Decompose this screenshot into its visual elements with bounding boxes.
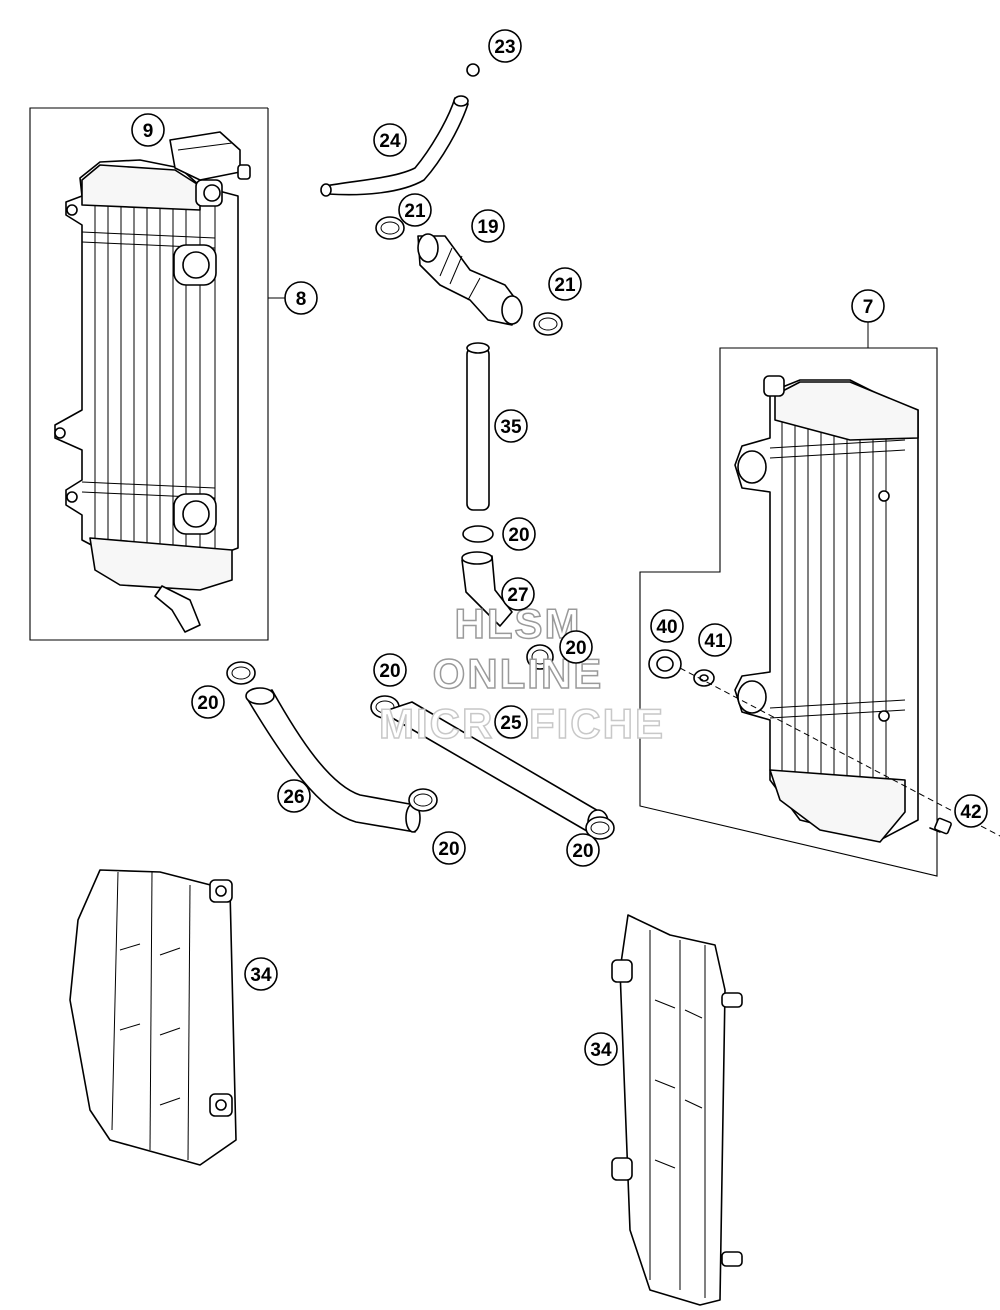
- callout-20-e: 20: [432, 831, 466, 865]
- pipe-35: [466, 342, 490, 511]
- callout-20-a: 20: [502, 517, 536, 551]
- svg-text:24: 24: [379, 131, 401, 152]
- svg-text:35: 35: [500, 417, 522, 438]
- svg-text:7: 7: [863, 297, 874, 318]
- right-radiator-frame: [639, 322, 938, 877]
- svg-text:26: 26: [283, 787, 304, 808]
- svg-text:21: 21: [554, 275, 576, 296]
- svg-text:20: 20: [508, 525, 529, 546]
- callout-20-b: 20: [559, 630, 593, 664]
- callout-20-f: 20: [566, 833, 600, 867]
- svg-text:9: 9: [143, 121, 154, 142]
- hose-24: [320, 95, 469, 197]
- svg-text:42: 42: [960, 802, 981, 823]
- hose-27: [461, 551, 513, 627]
- hose-clamp-20-left-bottom: [408, 788, 438, 812]
- callout-35: 35: [494, 409, 528, 443]
- callout-34-b: 34: [584, 1032, 618, 1066]
- svg-text:41: 41: [704, 631, 726, 652]
- bolt: [929, 817, 952, 835]
- callout-7: 7: [851, 289, 885, 323]
- callout-23: 23: [488, 29, 522, 63]
- callout-27: 27: [501, 577, 535, 611]
- svg-text:8: 8: [296, 289, 307, 310]
- callout-20-d: 20: [191, 685, 225, 719]
- callout-21-b: 21: [548, 267, 582, 301]
- svg-text:23: 23: [494, 37, 515, 58]
- callout-41: 41: [698, 623, 732, 657]
- svg-text:20: 20: [197, 693, 218, 714]
- callout-8: 8: [284, 281, 318, 315]
- hose-26: [245, 687, 421, 833]
- svg-text:20: 20: [565, 638, 586, 659]
- radiator-guard-left: [69, 869, 237, 1166]
- radiator-guard-right: [611, 914, 743, 1306]
- svg-text:20: 20: [572, 841, 593, 862]
- svg-text:34: 34: [590, 1040, 612, 1061]
- hose-clamp-20-mid: [526, 644, 554, 670]
- t-fitting: [417, 233, 523, 326]
- svg-text:21: 21: [404, 201, 426, 222]
- left-radiator: [54, 159, 239, 633]
- callout-42: 42: [954, 794, 988, 828]
- svg-text:20: 20: [379, 661, 400, 682]
- hose-clamp-20-left-top: [226, 661, 256, 685]
- callout-25: 25: [494, 705, 528, 739]
- callout-26: 26: [277, 779, 311, 813]
- callout-9: 9: [131, 113, 165, 147]
- radiator-cap: [169, 131, 251, 181]
- right-radiator: [734, 375, 919, 843]
- hose-clamp-21-right: [533, 312, 563, 336]
- callout-34-a: 34: [244, 957, 278, 991]
- left-radiator-frame: [29, 107, 285, 641]
- svg-text:25: 25: [500, 713, 522, 734]
- hose-clamp-20-top: [462, 525, 494, 543]
- callout-40: 40: [650, 609, 684, 643]
- svg-text:27: 27: [507, 585, 528, 606]
- svg-text:19: 19: [477, 217, 498, 238]
- callout-20-c: 20: [373, 653, 407, 687]
- callout-19: 19: [471, 209, 505, 243]
- svg-text:40: 40: [656, 617, 677, 638]
- svg-text:20: 20: [438, 839, 459, 860]
- callout-24: 24: [373, 123, 407, 157]
- hose-clamp-20-right-bottom: [585, 816, 615, 840]
- svg-text:34: 34: [250, 965, 272, 986]
- hose-clamp-21-left: [375, 216, 405, 240]
- callout-21-a: 21: [398, 193, 432, 227]
- grommet-and-washer: [648, 649, 1000, 837]
- hose-clip: [466, 63, 480, 77]
